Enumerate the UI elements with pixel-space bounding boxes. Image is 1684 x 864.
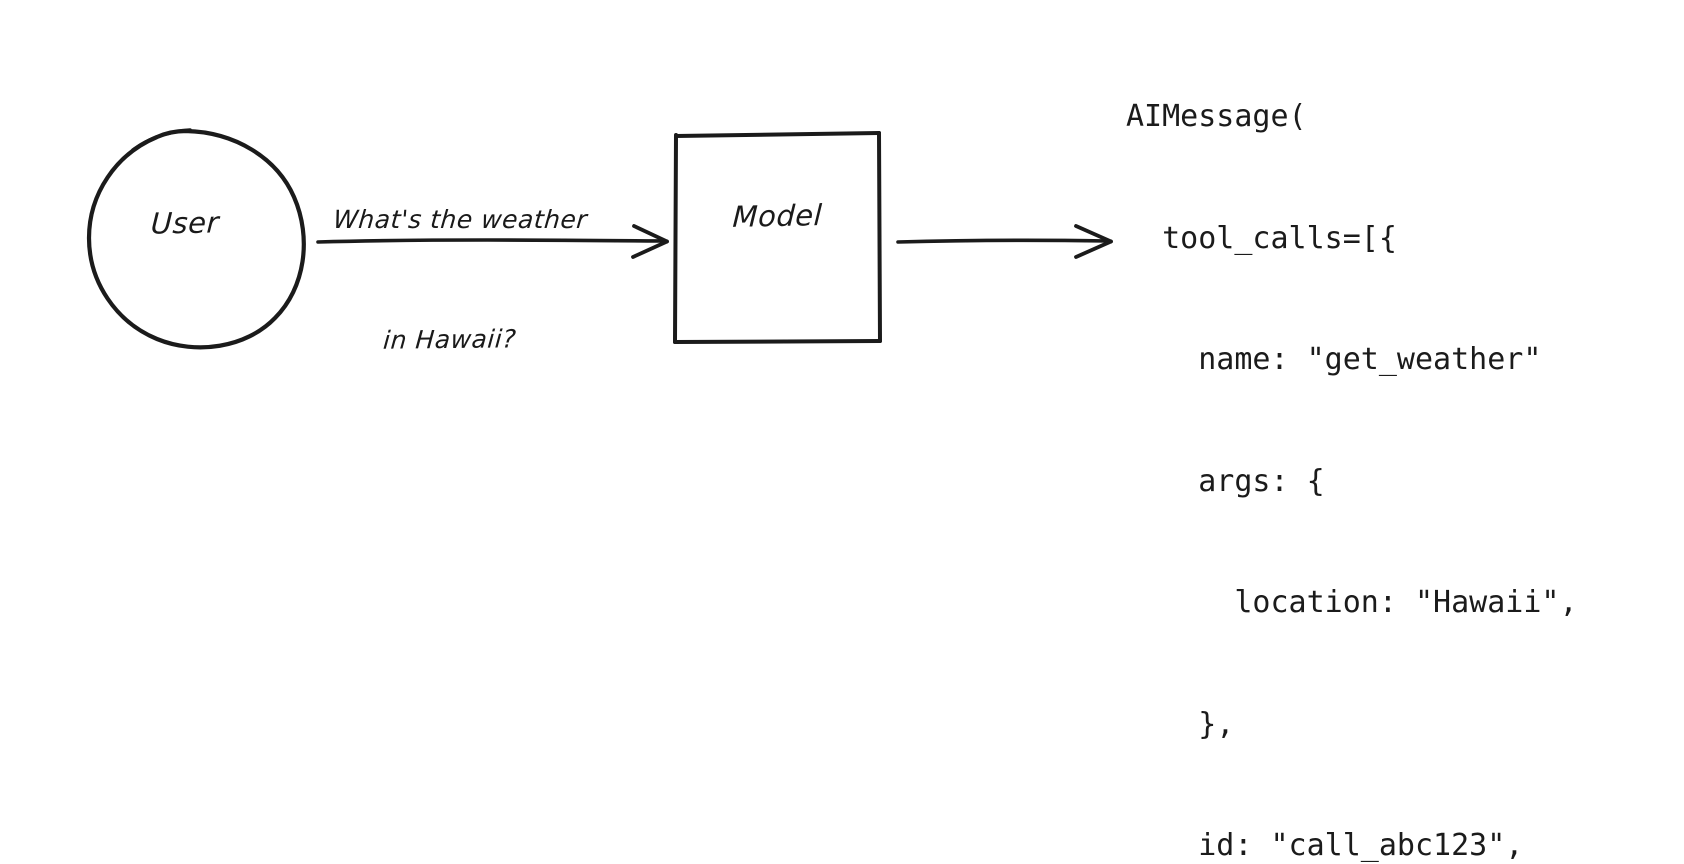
user-node-circle xyxy=(86,128,306,350)
model-node-label: Model xyxy=(731,198,824,234)
code-line: }, xyxy=(1126,706,1235,742)
diagram-canvas: User What's the weather in Hawaii? Model… xyxy=(86,99,1578,863)
model-node-box xyxy=(673,131,882,344)
arrow-user-to-model xyxy=(316,224,669,259)
code-line: args: { xyxy=(1126,463,1325,499)
ai-message-code-block: AIMessage( tool_calls=[{ name: "get_weat… xyxy=(1126,16,1578,864)
edge-label-line-2: in Hawaii? xyxy=(382,324,518,355)
code-line: name: "get_weather" xyxy=(1126,342,1542,377)
code-line: AIMessage( xyxy=(1126,99,1307,134)
arrow-model-to-output xyxy=(896,224,1113,259)
code-line: id: "call_abc123", xyxy=(1126,828,1524,863)
code-line: location: "Hawaii", xyxy=(1126,585,1578,620)
edge-label-user-question: What's the weather in Hawaii? xyxy=(276,120,634,440)
code-line: tool_calls=[{ xyxy=(1126,220,1397,256)
sketch-layer xyxy=(86,128,1113,350)
edge-label-line-1: What's the weather xyxy=(332,205,589,234)
